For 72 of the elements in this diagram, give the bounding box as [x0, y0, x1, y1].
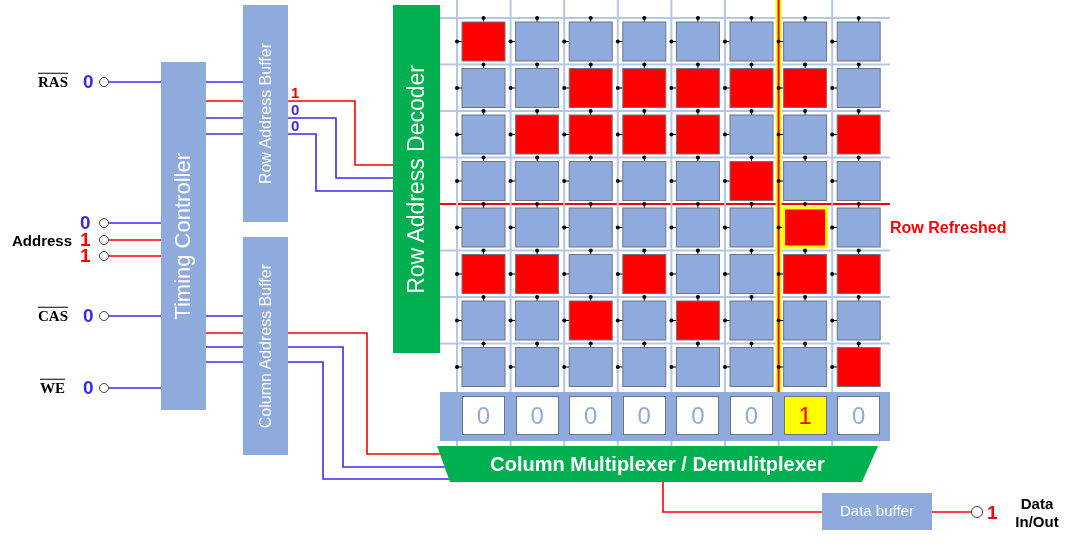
buffer-block [243, 237, 288, 455]
terminal-icon [99, 77, 109, 87]
edge-label: 0 [291, 119, 300, 133]
bit-value: 0 [584, 403, 598, 428]
block-title: Row Address Decoder [403, 64, 430, 294]
signal-line [287, 346, 446, 468]
block-title: Column Multiplexer / Demulitplexer [490, 453, 825, 475]
signal-line [108, 239, 162, 241]
signal-line [287, 332, 441, 455]
terminal-icon [99, 235, 109, 245]
sense-amp-latch [837, 396, 881, 435]
signal-name: RAS [38, 73, 68, 91]
signal-line [108, 255, 162, 257]
mux-block [437, 446, 878, 482]
signal-line [205, 100, 244, 102]
bit-value: 0 [852, 403, 866, 428]
signal-line [662, 481, 823, 513]
logic-value: 0 [80, 213, 91, 233]
terminal-icon [99, 251, 109, 261]
signal-line [205, 346, 244, 348]
logic-value: 0 [83, 306, 94, 326]
signal-line [205, 117, 244, 119]
bit-value: 0 [744, 403, 759, 428]
signal-line [931, 511, 972, 513]
bit-value: 0 [530, 403, 544, 428]
signal-line [108, 81, 162, 83]
block-title: Row Address Buffer [256, 42, 275, 185]
signal-line [205, 361, 244, 363]
edge-label: 0 [291, 103, 300, 117]
block-title: Column Address Buffer [256, 263, 275, 429]
signal-line [205, 81, 244, 83]
signal-line [205, 133, 244, 135]
bit-value: 0 [637, 403, 651, 428]
signal-line [287, 100, 394, 166]
pin-label: Data In/Out [1014, 495, 1060, 531]
terminal-icon [99, 311, 109, 321]
sense-amp-band [440, 392, 890, 441]
buffer-block [822, 493, 932, 530]
sense-amp-latch [515, 396, 559, 435]
signal-line [108, 222, 162, 224]
signal-line [205, 315, 244, 317]
signal-line [205, 332, 244, 334]
status-note: Row Refreshed [890, 219, 1007, 237]
logic-value: 0 [83, 72, 94, 92]
block-title: Data buffer [840, 503, 914, 520]
bit-value: 1 [798, 403, 812, 428]
logic-value: 1 [987, 503, 998, 523]
sense-amp-latch [676, 396, 720, 435]
block-title: Timing Controller [171, 152, 196, 320]
sense-amp-latch [569, 396, 613, 435]
signal-line [287, 117, 394, 179]
edge-label: 1 [291, 86, 300, 100]
sense-amp-latch [462, 396, 505, 435]
terminal-icon [99, 218, 109, 228]
signal-name: WE [40, 379, 65, 397]
decoder-block [393, 5, 440, 353]
bus-label: Address [12, 232, 73, 250]
signal-line [287, 361, 450, 480]
terminal-icon [971, 506, 983, 518]
signal-line [108, 315, 162, 317]
sense-amp-latch [730, 396, 773, 435]
bit-value: 0 [476, 403, 491, 428]
signal-line [287, 133, 394, 192]
sense-amp-latch [783, 396, 827, 435]
buffer-block [243, 5, 288, 222]
bit-value: 0 [691, 403, 705, 428]
signal-name: CAS [38, 307, 68, 325]
terminal-icon [99, 383, 109, 393]
signal-line [108, 387, 162, 389]
sense-amp-latch [622, 396, 666, 435]
controller-block [161, 62, 206, 410]
logic-value: 0 [83, 378, 94, 398]
